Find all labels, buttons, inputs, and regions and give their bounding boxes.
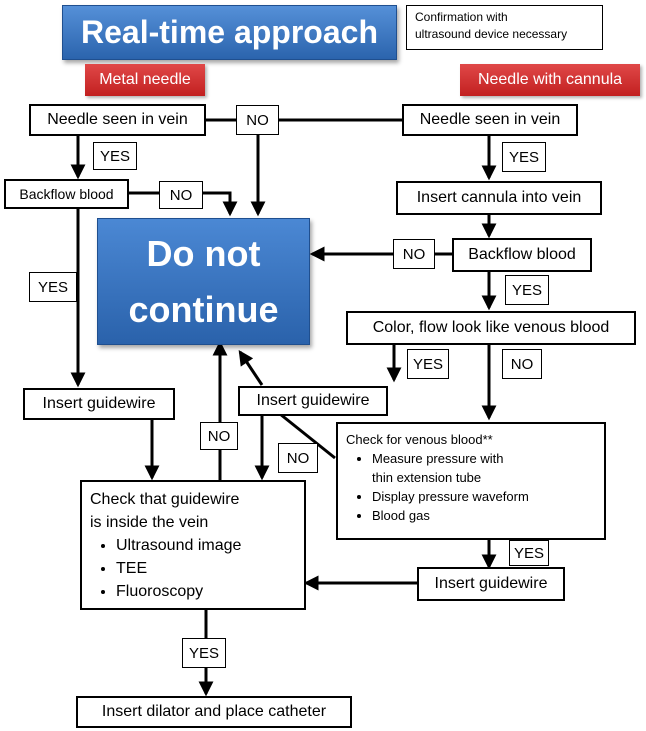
guidewire-check-item: TEE — [116, 557, 296, 580]
no-label: NO — [159, 181, 203, 209]
metal-needle-header: Metal needle — [85, 64, 205, 96]
no-label: NO — [200, 422, 238, 450]
venous-check-item: Measure pressure with — [372, 449, 596, 468]
venous-check-heading: Check for venous blood** — [346, 432, 493, 447]
guidewire-check-item: Fluoroscopy — [116, 580, 296, 603]
do-not-continue-box: Do not continue — [97, 218, 310, 345]
ultrasound-note: Confirmation with ultrasound device nece… — [406, 5, 603, 50]
note-line-2: ultrasound device necessary — [415, 27, 568, 41]
yes-label: YES — [407, 349, 449, 379]
needle-cannula-header: Needle with cannula — [460, 64, 640, 96]
yes-label: YES — [505, 275, 549, 305]
guidewire-check-box: Check that guidewire is inside the vein … — [80, 480, 306, 610]
note-line-1: Confirmation with — [415, 10, 508, 24]
no-label: NO — [278, 443, 318, 473]
page-title: Real-time approach — [62, 5, 397, 60]
color-flow-box: Color, flow look like venous blood — [346, 311, 636, 345]
right-needle-seen-box: Needle seen in vein — [402, 104, 578, 136]
venous-check-item: Blood gas — [372, 506, 596, 525]
yes-label: YES — [182, 638, 226, 668]
guidewire-check-item: Ultrasound image — [116, 534, 296, 557]
no-label: NO — [393, 239, 435, 269]
venous-blood-check-box: Check for venous blood** Measure pressur… — [336, 422, 606, 540]
left-needle-seen-box: Needle seen in vein — [29, 104, 206, 136]
guidewire-check-line-1: Check that guidewire — [90, 491, 240, 508]
stop-line-2: continue — [128, 288, 279, 330]
yes-label: YES — [93, 142, 137, 170]
left-insert-guidewire-box: Insert guidewire — [23, 388, 175, 420]
right-insert-guidewire-box: Insert guidewire — [417, 567, 565, 601]
left-backflow-box: Backflow blood — [4, 179, 129, 209]
venous-check-item: Display pressure waveform — [372, 487, 596, 506]
no-label: NO — [236, 105, 279, 135]
yes-label: YES — [29, 272, 77, 302]
insert-dilator-box: Insert dilator and place catheter — [76, 696, 352, 728]
no-label: NO — [502, 349, 542, 379]
yes-label: YES — [509, 540, 549, 566]
guidewire-check-line-2: is inside the vein — [90, 514, 209, 531]
middle-insert-guidewire-box: Insert guidewire — [238, 386, 388, 416]
right-backflow-box: Backflow blood — [452, 238, 592, 272]
yes-label: YES — [502, 142, 546, 172]
venous-check-item: thin extension tube — [372, 470, 482, 485]
stop-line-1: Do not — [146, 232, 261, 274]
insert-cannula-box: Insert cannula into vein — [396, 181, 602, 215]
